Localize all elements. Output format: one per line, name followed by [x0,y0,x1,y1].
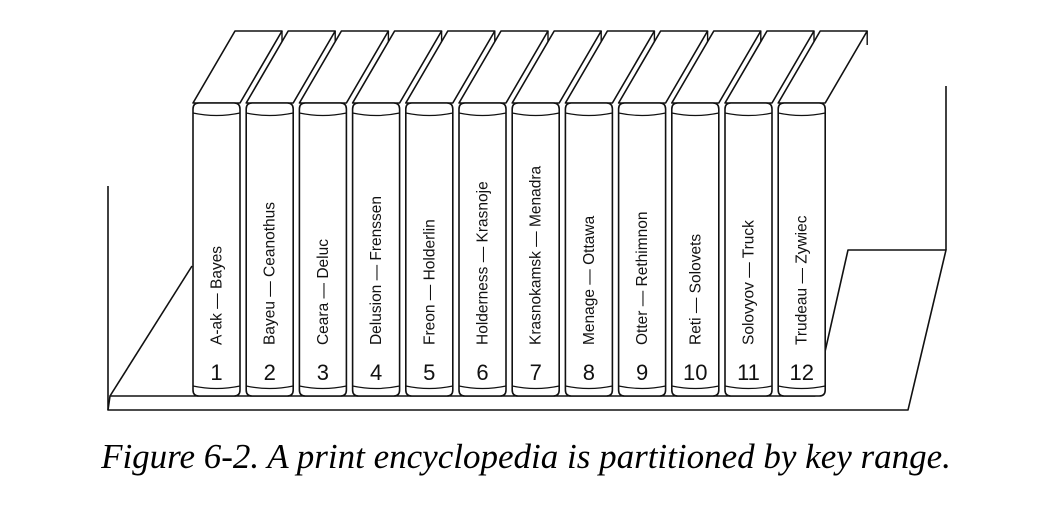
book-volume-number: 10 [683,360,707,385]
book-title-text: Krasnokamsk — Menadra [528,165,545,345]
book-volume-number: 4 [370,360,382,385]
book-volume-9: Otter — Rethimnon 9 [617,30,709,397]
spine-bottom-band [512,385,560,390]
book-volume-6: Holderness — Krasnoje 6 [458,30,549,397]
book-volume-7: Krasnokamsk — Menadra 7 [511,30,603,397]
book-title-text: Otter — Rethimnon [634,211,651,345]
bookshelf [107,86,947,411]
spine-bottom-band [405,385,453,390]
book-spine [617,102,667,397]
book-volume-number: 11 [737,360,760,385]
book-spine [298,102,348,397]
book-spine [777,102,826,397]
book-spine [511,102,560,397]
book-volume-5: Freon — Holderlin 5 [404,30,496,397]
spine-bottom-band [778,385,826,390]
book-volume-12: Trudeau — Zywiec 12 [777,30,869,397]
book-volume-number: 12 [789,360,813,385]
book-spine [405,102,454,397]
book-title-text: Trudeau — Zywiec [794,215,811,345]
book-volume-2: Bayeu — Ceanothus 2 [245,30,337,397]
book-volume-number: 8 [583,360,595,385]
book-volume-4: Delusion — Frenssen 4 [351,30,443,397]
spine-top-band [671,112,719,117]
spine-bottom-band [671,385,719,390]
spine-top-band [565,112,613,117]
book-title-text: Freon — Holderlin [421,219,438,345]
book-title-text: Bayeu — Ceanothus [262,202,279,345]
book-spine [724,102,773,397]
spine-top-band [352,112,400,117]
spine-top-band [246,112,294,117]
spine-bottom-band [192,385,241,390]
encyclopedia-shelf-diagram: A-ak — Bayes 1 Bayeu — Ceanothus 2 Ceara — D… [107,30,947,411]
spine-bottom-band [246,385,294,390]
spine-bottom-band [724,385,773,390]
book-row: A-ak — Bayes 1 Bayeu — Ceanothus 2 Ceara — D… [192,30,869,397]
book-spine [458,102,507,397]
book-volume-number: 9 [636,360,648,385]
book-volume-8: Menage — Ottawa 8 [564,30,656,397]
book-volume-1: A-ak — Bayes 1 [192,30,283,397]
book-title-text: Reti — Solovets [687,234,704,345]
book-volume-number: 5 [423,360,435,385]
shelf-left-edge [109,265,193,397]
spine-top-band [458,112,507,117]
spine-bottom-band [299,385,347,390]
book-title-text: Holderness — Krasnoje [475,181,492,345]
book-spine [671,102,720,397]
book-volume-number: 6 [476,360,488,385]
spine-top-band [724,112,773,117]
book-spine [192,102,241,397]
figure-caption: Figure 6-2. A print encyclopedia is part… [101,437,951,476]
book-volume-number: 2 [264,360,276,385]
spine-top-band [512,112,560,117]
spine-top-band [192,112,241,117]
book-volume-11: Solovyov — Truck 11 [724,30,815,397]
book-title-text: Solovyov — Truck [741,220,758,345]
spine-bottom-band [618,385,666,390]
spine-bottom-band [458,385,507,390]
book-volume-3: Ceara — Deluc 3 [298,30,390,397]
spine-top-band [618,112,666,117]
spine-top-band [778,112,826,117]
book-volume-number: 3 [317,360,329,385]
book-volume-number: 1 [210,360,222,385]
book-title-text: Ceara — Deluc [315,239,332,345]
spine-top-band [299,112,347,117]
book-title-text: A-ak — Bayes [209,246,226,345]
book-spine [564,102,614,397]
book-spine [351,102,401,397]
book-title-text: Menage — Ottawa [581,215,598,345]
spine-bottom-band [352,385,400,390]
book-volume-number: 7 [530,360,542,385]
book-volume-10: Reti — Solovets 10 [670,30,762,397]
book-title-text: Delusion — Frenssen [368,196,385,345]
book-spine [245,102,294,397]
spine-top-band [405,112,453,117]
spine-bottom-band [565,385,613,390]
